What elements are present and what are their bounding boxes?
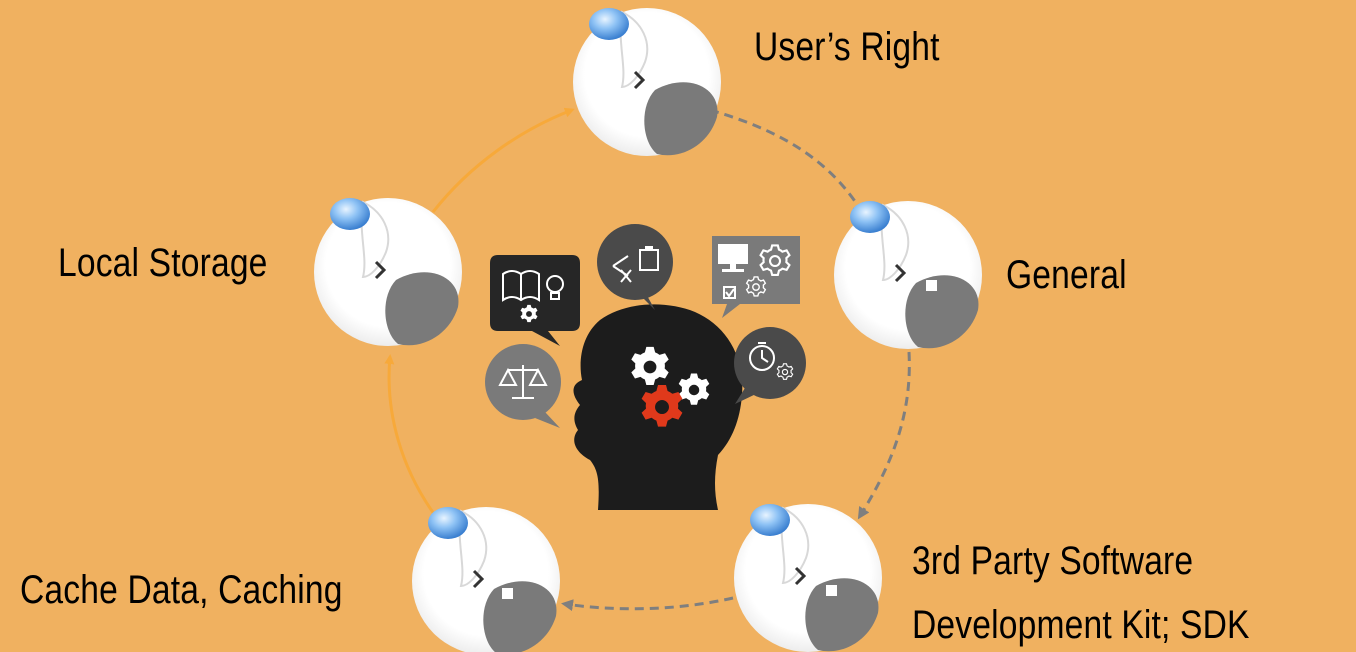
label-general: General bbox=[1006, 253, 1127, 297]
scales-icon bbox=[485, 344, 561, 428]
head-gears-icon bbox=[573, 304, 743, 510]
label-sdk-line2: Development Kit; SDK bbox=[912, 603, 1250, 647]
center-illustration bbox=[485, 224, 806, 510]
label-users-right: User’s Right bbox=[754, 25, 940, 69]
arrow-general-to-sdk bbox=[857, 351, 911, 520]
stopwatch-icon bbox=[734, 327, 806, 404]
node-cache bbox=[411, 506, 561, 652]
arrow-users-to-general bbox=[709, 108, 865, 216]
monitor-icon bbox=[712, 236, 800, 318]
node-users-right bbox=[572, 7, 722, 157]
arrow-sdk-to-cache bbox=[561, 596, 734, 612]
node-sdk bbox=[733, 503, 883, 652]
node-local-storage bbox=[313, 197, 463, 347]
label-cache: Cache Data, Caching bbox=[20, 568, 343, 612]
open-book-icon bbox=[490, 255, 580, 346]
label-local-storage: Local Storage bbox=[58, 241, 268, 285]
arrow-local-to-users bbox=[431, 107, 575, 213]
scissors-icon bbox=[597, 224, 673, 310]
node-general bbox=[833, 200, 983, 350]
arrow-cache-to-local bbox=[384, 354, 442, 523]
label-sdk-line1: 3rd Party Software bbox=[912, 539, 1194, 583]
